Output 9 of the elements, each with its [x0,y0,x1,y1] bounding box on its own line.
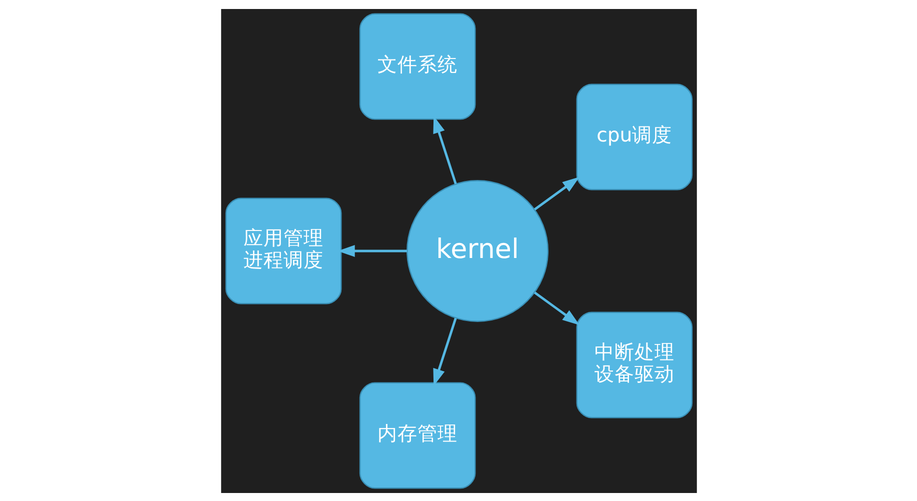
node-box: cpu调度 [576,83,692,190]
node-box: 内存管理 [358,382,476,488]
arrow [533,176,580,210]
arrow [432,317,456,386]
arrow [533,290,580,325]
node-circle: kernel [406,179,548,322]
node-box: 应用管理 进程调度 [224,197,342,304]
node-box: 中断处理 设备驱动 [576,311,692,418]
node-box: 文件系统 [358,12,476,120]
